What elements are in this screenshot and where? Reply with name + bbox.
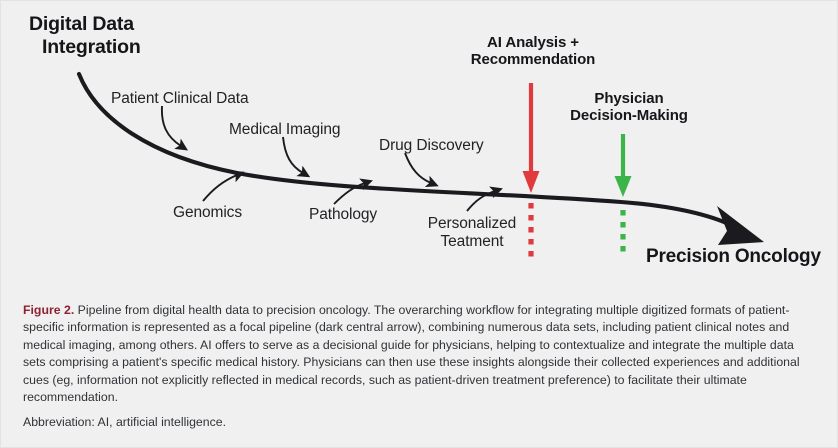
label-pathology: Pathology: [309, 206, 378, 223]
label-ai-analysis-line2: Recommendation: [470, 51, 596, 69]
caption-abbreviation: Abbreviation: AI, artificial intelligenc…: [23, 415, 227, 430]
caption-text: Pipeline from digital health data to pre…: [23, 303, 800, 405]
label-physician-line2: Decision-Making: [570, 107, 688, 125]
connector-patient-clinical-data: [161, 105, 189, 151]
label-digital-data-line2: Integration: [42, 35, 141, 58]
ai-analysis-arrow: [522, 83, 540, 193]
connector-genomics: [202, 171, 245, 202]
figure-caption: Figure 2. Pipeline from digital health d…: [1, 293, 837, 447]
label-personalized-treatment: Personalized Teatment: [422, 215, 522, 251]
label-physician-decision-making: Physician Decision-Making: [549, 90, 709, 125]
caption-figure-number: Figure 2.: [23, 303, 75, 317]
label-ai-analysis-recommendation: AI Analysis + Recommendation: [453, 34, 613, 69]
label-drug-discovery: Drug Discovery: [379, 137, 484, 154]
label-digital-data-integration: Digital Data Integration: [29, 13, 141, 58]
connector-medical-imaging: [282, 136, 311, 178]
connector-personalized-treatment: [466, 186, 503, 212]
physician-decision-arrow: [614, 134, 632, 197]
pipeline-svg: [76, 71, 764, 258]
connector-pathology: [333, 178, 373, 205]
label-personalized-line2: Teatment: [440, 232, 504, 250]
label-personalized-line1: Personalized: [427, 215, 517, 232]
caption-paragraph: Figure 2. Pipeline from digital health d…: [23, 302, 817, 406]
label-physician-line1: Physician: [594, 90, 664, 107]
label-medical-imaging: Medical Imaging: [229, 121, 341, 138]
label-precision-oncology: Precision Oncology: [646, 246, 821, 267]
label-patient-clinical-data: Patient Clinical Data: [111, 90, 249, 107]
label-ai-analysis-line1: AI Analysis +: [487, 34, 579, 51]
label-digital-data-line1: Digital Data: [29, 13, 134, 35]
label-genomics: Genomics: [173, 204, 242, 221]
connector-drug-discovery: [404, 152, 439, 188]
pipeline-diagram: Digital Data Integration Patient Clinica…: [1, 1, 837, 293]
